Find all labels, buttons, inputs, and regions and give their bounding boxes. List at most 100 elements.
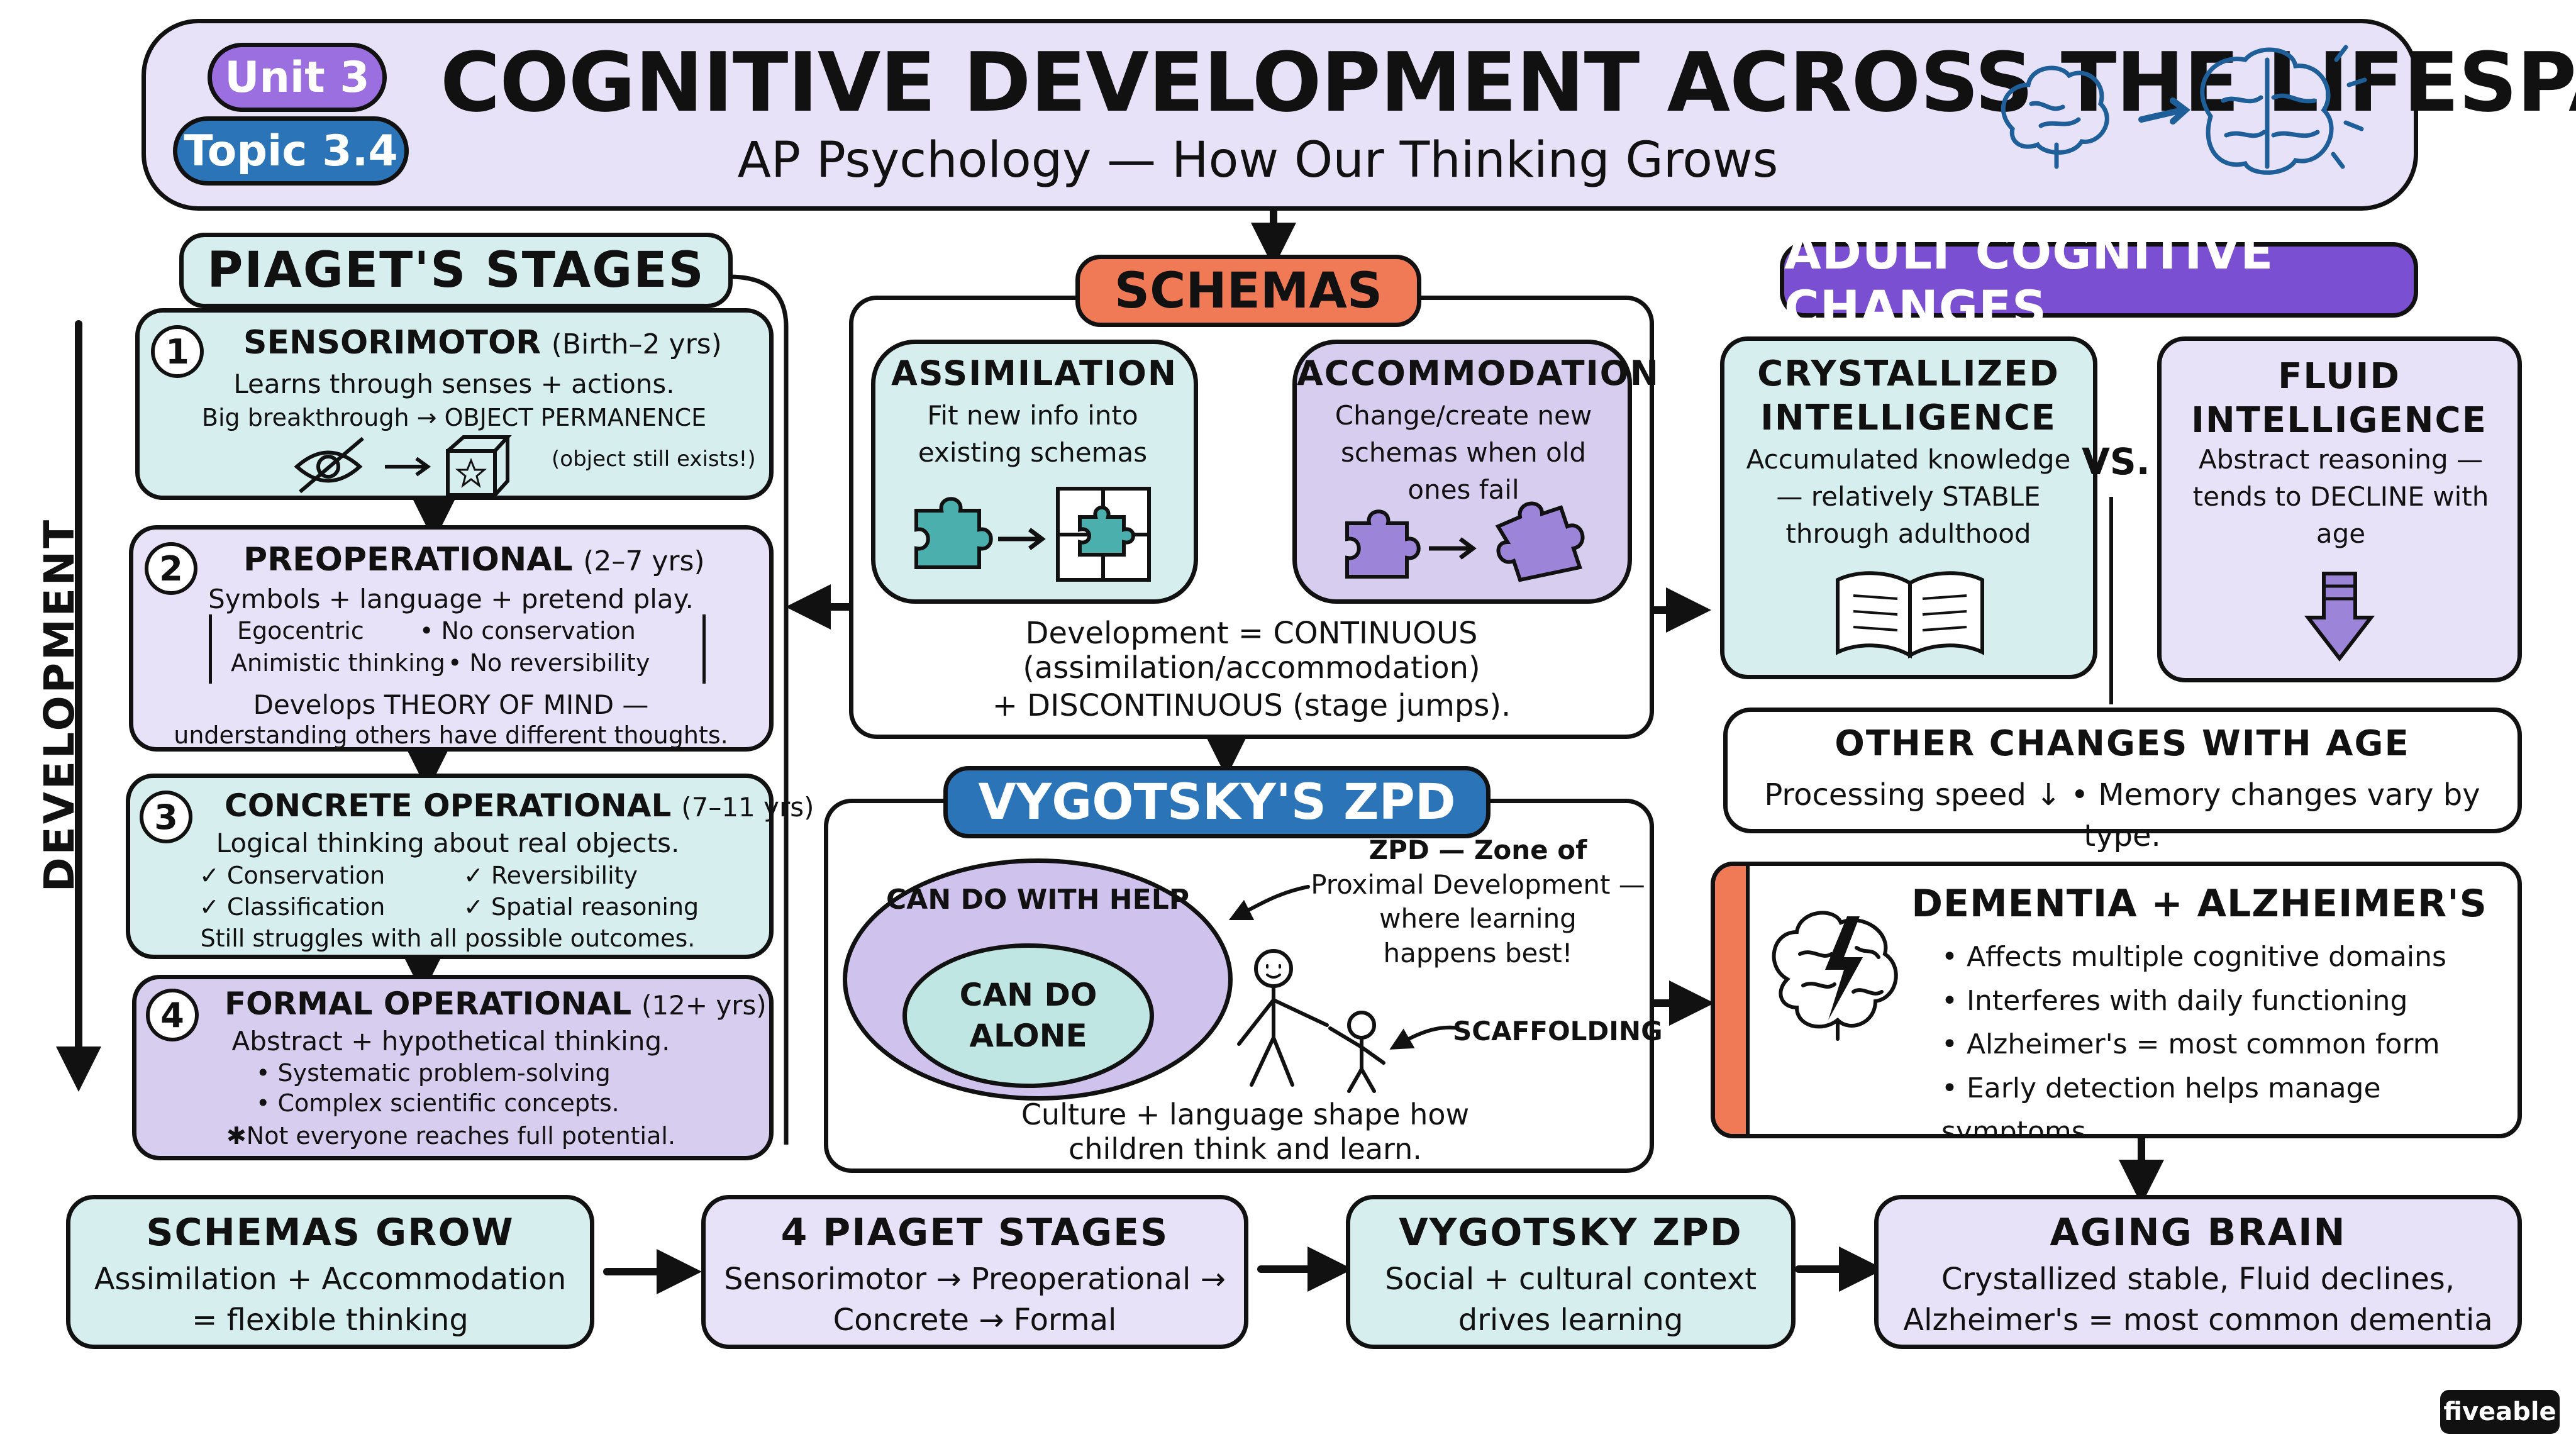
scaffold-arrow [1389, 1025, 1460, 1050]
stage-desc: Symbols + language + pretend play. [208, 584, 694, 614]
skill: ✓ Classification [199, 893, 386, 921]
brain-lightning-icon [1772, 911, 1898, 1041]
page-subtitle: AP Psychology — How Our Thinking Grows [737, 132, 1779, 189]
dementia-title: DEMENTIA + ALZHEIMER'S [1911, 882, 2487, 926]
dementia-accent-bar [1715, 866, 1750, 1134]
stage-number: 2 [145, 542, 197, 595]
fiveable-logo: fiveable [2440, 1390, 2560, 1434]
stage-formal-operational: 4 FORMAL OPERATIONAL (12+ yrs) Abstract … [132, 975, 774, 1160]
summary-line: Social + cultural context [1384, 1262, 1757, 1297]
stage-desc: Logical thinking about real objects. [216, 828, 680, 858]
assimilation-card: ASSIMILATION Fit new info into existing … [871, 340, 1198, 604]
can-do-with-help: CAN DO WITH HELP [886, 884, 1189, 916]
stage-name: SENSORIMOTOR [243, 324, 541, 362]
crystallized-card: CRYSTALLIZED INTELLIGENCE Accumulated kn… [1720, 336, 2097, 679]
zpd-definition: ZPD — Zone of Proximal Development — whe… [1302, 833, 1654, 970]
stage-sensorimotor: 1 SENSORIMOTOR (Birth–2 yrs) Learns thro… [135, 308, 774, 500]
dementia-item-text: Interferes with daily functioning [1966, 984, 2408, 1017]
adult-title-tab: ADULT COGNITIVE CHANGES [1780, 224, 2418, 336]
dementia-item: • Alzheimer's = most common form [1941, 1028, 2440, 1061]
other-changes-title: OTHER CHANGES WITH AGE [1835, 723, 2410, 764]
summary-line: drives learning [1458, 1302, 1684, 1338]
summary-title: AGING BRAIN [2050, 1211, 2346, 1255]
dementia-item: • Affects multiple cognitive domains [1941, 941, 2446, 973]
stage-heading: CONCRETE OPERATIONAL (7–11 yrs) [225, 787, 814, 824]
eye-closed-to-box-icon [294, 435, 512, 497]
adult-title: ADULT COGNITIVE CHANGES [1784, 224, 2274, 336]
vs-label: VS. [2082, 440, 2150, 483]
stage-number: 4 [146, 989, 199, 1041]
zpd-line: happens best! [1383, 937, 1573, 969]
other-changes-card: OTHER CHANGES WITH AGE Processing speed … [1723, 708, 2522, 853]
decline-arrow-icon [2304, 572, 2375, 662]
stage-preoperational: 2 PREOPERATIONAL (2–7 yrs) Symbols + lan… [129, 525, 774, 752]
summary-title: 4 PIAGET STAGES [780, 1211, 1169, 1255]
development-axis-label: DEVELOPMENT [35, 517, 84, 892]
scaffolding-label: SCAFFOLDING [1453, 1016, 1663, 1046]
schemas-title-tab: SCHEMAS [1075, 255, 1421, 327]
can-do-alone: CAN DO ALONE [959, 977, 1097, 1054]
stage-range: (2–7 yrs) [583, 545, 705, 577]
piaget-title-tab: PIAGET'S STAGES [179, 233, 733, 308]
dementia-item-text: Alzheimer's = most common form [1966, 1028, 2440, 1061]
zpd-line: ZPD — Zone of [1368, 835, 1587, 865]
header-banner [142, 19, 2418, 211]
culture-line: children think and learn. [1069, 1132, 1422, 1167]
object-note: (object still exists!) [552, 447, 756, 472]
scaffolding-figures-icon [1228, 885, 1385, 1093]
zpd-line: where learning [1379, 903, 1577, 935]
trait: • No reversibility [448, 649, 650, 677]
summary-schemas-grow: SCHEMAS GROW Assimilation + Accommodatio… [66, 1195, 594, 1349]
preop-traits-bracket: Egocentric • No conservation Animistic t… [209, 614, 706, 684]
stage-concrete-operational: 3 CONCRETE OPERATIONAL (7–11 yrs) Logica… [126, 774, 814, 959]
skill: • Systematic problem-solving [256, 1059, 611, 1087]
stage-heading: SENSORIMOTOR (Birth–2 yrs) [243, 324, 722, 362]
brain-growth-icon [2001, 45, 2367, 175]
zpd-line: Proximal Development — [1311, 869, 1645, 900]
dementia-card: DEMENTIA + ALZHEIMER'S • Affects multipl… [1711, 862, 2522, 1138]
trait-text: No conservation [441, 617, 636, 645]
development-discontinuous: + DISCONTINUOUS (stage jumps). [992, 688, 1511, 723]
summary-line: Crystallized stable, Fluid declines, [1941, 1262, 2455, 1297]
trait: Animistic thinking [231, 649, 445, 677]
stage-desc: Learns through senses + actions. [233, 369, 675, 399]
summary-piaget-stages: 4 PIAGET STAGES Sensorimotor → Preoperat… [701, 1195, 1248, 1349]
accommodation-title: ACCOMMODATION [1297, 353, 1660, 393]
dementia-list: • Affects multiple cognitive domains • I… [1941, 935, 2518, 1138]
puzzle-reshape-icon [1345, 501, 1585, 582]
assimilation-text: Fit new info into existing schemas [918, 400, 1148, 468]
stage-heading: PREOPERATIONAL (2–7 yrs) [243, 541, 705, 579]
summary-aging-brain: AGING BRAIN Crystallized stable, Fluid d… [1874, 1195, 2522, 1349]
summary-line: Assimilation + Accommodation [94, 1262, 567, 1297]
schemas-title: SCHEMAS [1114, 262, 1383, 319]
other-changes-text: Processing speed ↓ • Memory changes vary… [1764, 777, 2480, 853]
skill: ✓ Reversibility [464, 862, 638, 889]
stage-name: FORMAL OPERATIONAL [225, 985, 632, 1022]
unit-label: Unit 3 [225, 52, 370, 103]
stage-range: (12+ yrs) [641, 990, 767, 1021]
crystallized-text: Accumulated knowledge — relatively STABL… [1746, 444, 2071, 549]
theory-of-mind: Develops THEORY OF MIND — [253, 689, 649, 720]
accommodation-card: ACCOMMODATION Change/create new schemas … [1292, 340, 1660, 604]
development-continuous-note: (assimilation/accommodation) [1023, 650, 1480, 686]
summary-vygotsky-zpd: VYGOTSKY ZPD Social + cultural context d… [1346, 1195, 1796, 1349]
trait-text: No reversibility [469, 649, 650, 677]
summary-line: = flexible thinking [192, 1302, 469, 1338]
culture-note: Culture + language shape how children th… [868, 1097, 1623, 1167]
culture-line: Culture + language shape how [1021, 1097, 1470, 1131]
summary-line: Concrete → Formal [833, 1302, 1117, 1338]
stage-name: CONCRETE OPERATIONAL [225, 787, 672, 824]
crystallized-title: CRYSTALLIZED INTELLIGENCE [1757, 353, 2060, 438]
summary-title: VYGOTSKY ZPD [1399, 1211, 1743, 1255]
dementia-item-text: Early detection helps manage symptoms. [1941, 1072, 2381, 1138]
dementia-item: • Interferes with daily functioning [1941, 984, 2408, 1017]
summary-title: SCHEMAS GROW [146, 1211, 514, 1255]
unit-badge: Unit 3 [208, 43, 387, 112]
puzzle-fit-icon [914, 487, 1151, 582]
dementia-item: • Early detection helps manage symptoms. [1941, 1067, 2518, 1138]
piaget-title: PIAGET'S STAGES [207, 242, 705, 299]
stage-number: 1 [151, 325, 204, 378]
stage-note: ✱Not everyone reaches full potential. [226, 1122, 676, 1150]
development-continuous: Development = CONTINUOUS [1025, 616, 1478, 651]
topic-badge: Topic 3.4 [173, 116, 409, 186]
